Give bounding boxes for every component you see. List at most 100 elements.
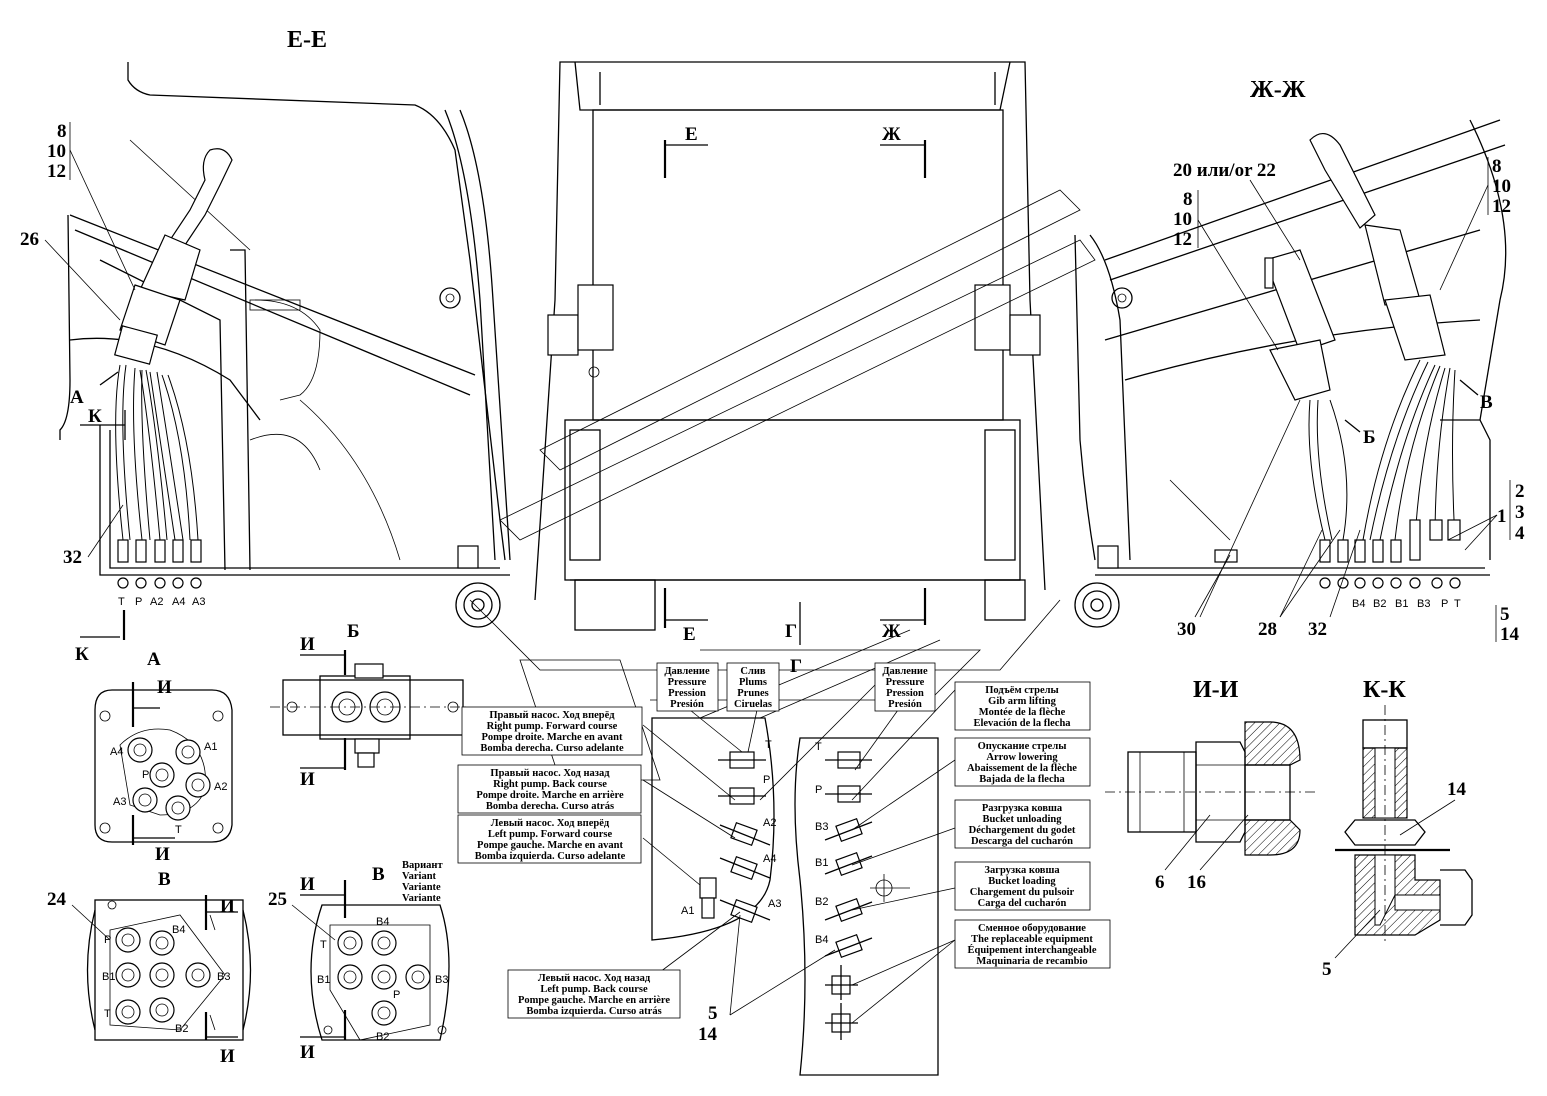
caption-left-pump-forward: Левый насос. Ход вперёд Left pump. Forwa… (457, 814, 642, 864)
view-marker-i: И (155, 844, 170, 865)
callout-12: 12 (47, 161, 66, 182)
callout-10: 10 (47, 141, 66, 162)
view-marker-g: Г (790, 656, 802, 677)
view-marker-e: Е (683, 624, 696, 645)
left-block-port: A4 (763, 853, 776, 865)
svg-text:The replaceable equipment: The replaceable equipment (971, 934, 1093, 945)
variant-label: Variante (402, 893, 441, 904)
view-marker-e: Е (685, 124, 698, 145)
svg-text:Опускание стрелы: Опускание стрелы (978, 741, 1067, 752)
callout-5: 5 (708, 1003, 718, 1024)
view-v2-port-label: T (320, 939, 327, 951)
svg-text:Bucket loading: Bucket loading (988, 876, 1056, 887)
callout-6: 6 (1155, 872, 1165, 893)
view-marker-i: И (220, 896, 235, 917)
svg-text:Left pump. Back course: Left pump. Back course (540, 984, 648, 995)
svg-text:Bajada de la flecha: Bajada de la flecha (979, 774, 1065, 785)
callout-25: 25 (268, 889, 287, 910)
svg-text:Déchargement du godet: Déchargement du godet (969, 825, 1076, 836)
svg-text:Bomba izquierda. Curso adelant: Bomba izquierda. Curso adelante (475, 851, 626, 862)
caption-pressure-left: Давление Pressure Pression Presión (656, 662, 719, 712)
caption-drain: Слив Plums Prunes Ciruelas (726, 662, 780, 712)
caption-right-pump-back: Правый насос. Ход назад Right pump. Back… (457, 764, 642, 814)
svg-text:Pompe gauche. Marche en avant: Pompe gauche. Marche en avant (477, 840, 623, 851)
right-block-port: B1 (815, 857, 828, 869)
svg-text:Left pump. Forward course: Left pump. Forward course (488, 829, 613, 840)
right-block-port: B3 (815, 821, 828, 833)
view-v-title: В (158, 869, 171, 890)
left-port-label: A2 (150, 596, 163, 608)
caption-bucket-unloading: Разгрузка ковша Bucket unloading Décharg… (954, 799, 1091, 849)
view-a-port-label: A2 (214, 781, 227, 793)
svg-text:Pressure: Pressure (886, 677, 925, 688)
view-v-drawing: В P B4 B1 B3 T B2 24 И И В Вариант Va (47, 860, 450, 1067)
view-marker-zh: Ж (882, 124, 901, 145)
svg-text:Давление: Давление (664, 666, 710, 677)
callout-32: 32 (1308, 619, 1327, 640)
callout-14: 14 (698, 1024, 718, 1045)
svg-text:Presión: Presión (888, 699, 922, 710)
svg-text:Arrow lowering: Arrow lowering (986, 752, 1058, 763)
svg-text:Presión: Presión (670, 699, 704, 710)
svg-text:Левый насос. Ход назад: Левый насос. Ход назад (538, 973, 651, 984)
svg-text:Pression: Pression (668, 688, 706, 699)
view-a-port-label: A4 (110, 746, 123, 758)
right-port-label: P (1441, 598, 1448, 610)
svg-text:Chargement du pulsoir: Chargement du pulsoir (970, 887, 1075, 898)
view-b-title: Б (347, 621, 360, 642)
variant-label: Variante (402, 882, 441, 893)
callout-28: 28 (1258, 619, 1277, 640)
svg-text:Bomba derecha. Curso atrás: Bomba derecha. Curso atrás (486, 801, 614, 812)
svg-text:Plums: Plums (739, 677, 767, 688)
view-marker-i: И (220, 1046, 235, 1067)
left-block-port: A1 (681, 905, 694, 917)
svg-text:Правый насос. Ход вперёд: Правый насос. Ход вперёд (489, 710, 615, 721)
right-port-label: B1 (1395, 598, 1408, 610)
left-port-label: A3 (192, 596, 205, 608)
svg-text:Bucket unloading: Bucket unloading (982, 814, 1062, 825)
section-zhzh-title: Ж-Ж (1250, 77, 1306, 103)
callout-2: 2 (1515, 481, 1525, 502)
left-port-label: A4 (172, 596, 185, 608)
view-v2-port-label: P (393, 989, 400, 1001)
view-v2-port-label: B4 (376, 916, 389, 928)
view-marker-i: И (300, 769, 315, 790)
callout-10: 10 (1173, 209, 1192, 230)
callout-14: 14 (1447, 779, 1467, 800)
view-v1-port-label: P (104, 934, 111, 946)
view-v1-port-label: B1 (102, 971, 115, 983)
left-fittings (117, 539, 202, 589)
svg-text:Maquinaria de recambio: Maquinaria de recambio (976, 956, 1087, 967)
svg-text:Gib arm lifting: Gib arm lifting (988, 696, 1056, 707)
callout-24: 24 (47, 889, 67, 910)
view-a-port-label: A1 (204, 741, 217, 753)
callout-30: 30 (1177, 619, 1196, 640)
view-marker-k: К (88, 406, 102, 427)
view-v1-port-label: B3 (217, 971, 230, 983)
center-seat-drawing: Е Ж Е Ж Г Г (469, 61, 1096, 801)
view-v2-port-label: B3 (435, 974, 448, 986)
view-v1-port-label: B2 (175, 1023, 188, 1035)
svg-text:Загрузка ковша: Загрузка ковша (984, 865, 1060, 876)
section-ii-drawing: И-И 6 16 (1105, 677, 1315, 893)
right-block-port: P (815, 784, 822, 796)
view-v-variant-title: В (372, 864, 385, 885)
view-v1-ports (115, 927, 211, 1025)
view-marker-a: А (70, 387, 84, 408)
caption-pressure-right: Давление Pressure Pression Presión (874, 662, 936, 712)
caption-left-pump-back: Левый насос. Ход назад Left pump. Back c… (507, 969, 681, 1019)
svg-text:Ciruelas: Ciruelas (734, 699, 772, 710)
view-marker-i: И (157, 677, 172, 698)
callout-20-or-22: 20 или/or 22 (1173, 160, 1276, 181)
callout-32: 32 (63, 547, 82, 568)
callout-1: 1 (1497, 506, 1507, 527)
view-marker-i: И (300, 1042, 315, 1063)
right-port-label: B3 (1417, 598, 1430, 610)
right-port-label: T (1454, 598, 1461, 610)
section-kk-drawing: К-К 14 5 (1322, 677, 1473, 980)
view-a-drawing: А A4 A1 P A2 A3 T И И (94, 649, 233, 865)
left-block-port: A2 (763, 817, 776, 829)
left-block-fittings (699, 751, 758, 924)
right-block-port: B2 (815, 896, 828, 908)
